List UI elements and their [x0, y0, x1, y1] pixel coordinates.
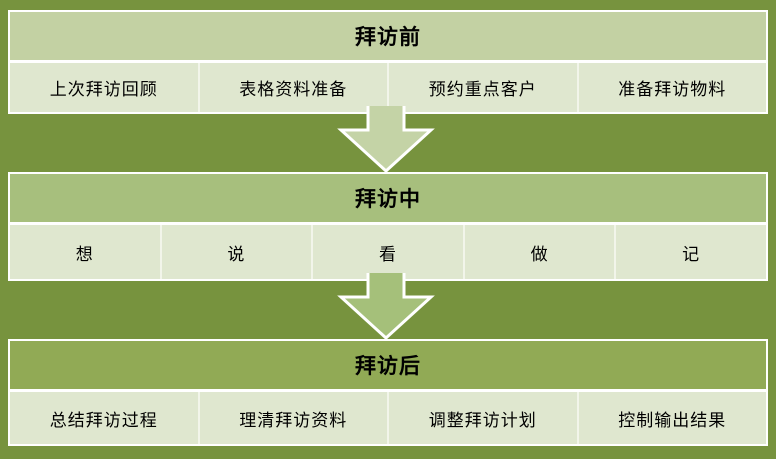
stage-title: 拜访后 — [10, 341, 766, 392]
stage-item: 说 — [159, 225, 312, 279]
stage-after-visit: 拜访后 总结拜访过程 理清拜访资料 调整拜访计划 控制输出结果 — [8, 339, 768, 446]
stage-item: 想 — [75, 244, 94, 264]
stage-item-row: 想 说 看 做 记 — [10, 225, 766, 279]
stage-item: 做 — [462, 225, 615, 279]
stage-item-row: 总结拜访过程 理清拜访资料 调整拜访计划 控制输出结果 — [10, 392, 766, 444]
stage-item: 预约重点客户 — [387, 63, 577, 112]
stage-item: 表格资料准备 — [197, 63, 388, 112]
stage-item: 准备拜访物料 — [576, 63, 767, 112]
stage-item: 理清拜访资料 — [197, 392, 388, 444]
stage-item: 记 — [614, 225, 766, 279]
stage-before-visit: 拜访前 上次拜访回顾 表格资料准备 预约重点客户 准备拜访物料 — [8, 10, 768, 114]
stage-item: 看 — [311, 225, 463, 279]
stage-item: 控制输出结果 — [576, 392, 767, 444]
stage-title: 拜访前 — [10, 12, 766, 63]
down-arrow-icon — [337, 106, 435, 174]
stage-item: 上次拜访回顾 — [49, 80, 158, 99]
stage-item: 调整拜访计划 — [387, 392, 577, 444]
down-arrow-icon — [337, 273, 435, 341]
stage-item: 总结拜访过程 — [49, 410, 158, 430]
stage-item-row: 上次拜访回顾 表格资料准备 预约重点客户 准备拜访物料 — [10, 63, 766, 112]
stage-title: 拜访中 — [10, 174, 766, 225]
stage-during-visit: 拜访中 想 说 看 做 记 — [8, 172, 768, 281]
